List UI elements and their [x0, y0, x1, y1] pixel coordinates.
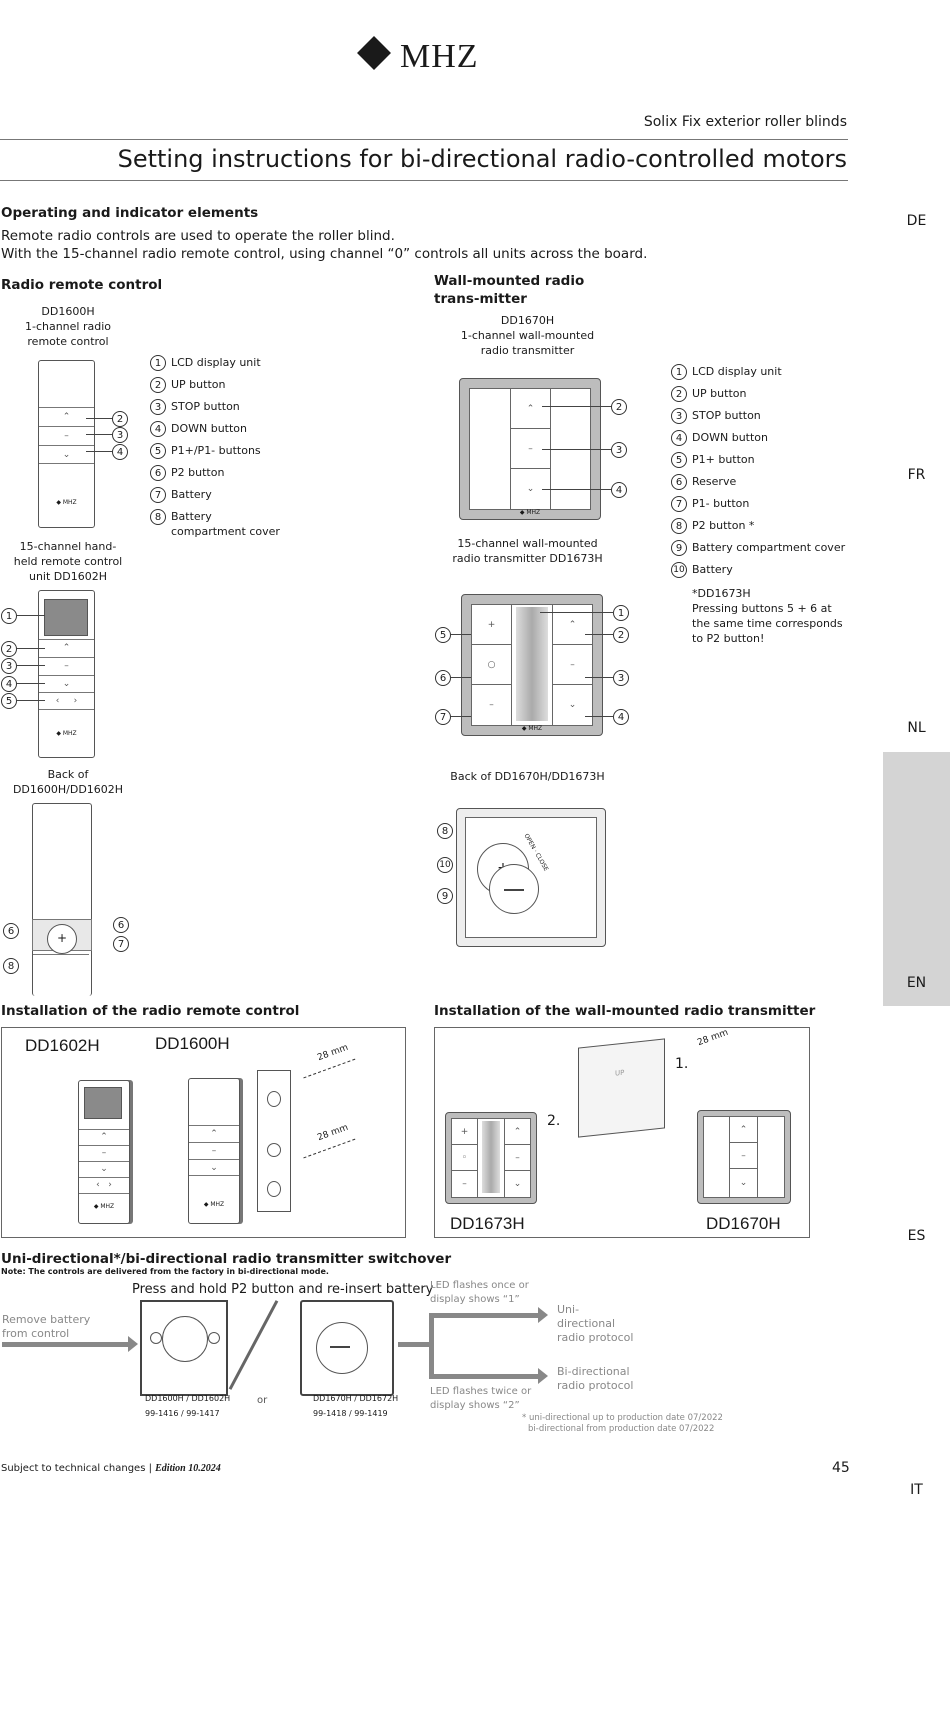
back-of-wall-transmitter: + OPEN · CLOSE [456, 808, 606, 947]
arrow-right-icon [538, 1368, 548, 1384]
document-subtitle: Solix Fix exterior roller blinds [643, 114, 847, 130]
tab-en[interactable]: EN [906, 975, 927, 991]
callout-7: 7 [113, 936, 129, 952]
wall-battery-illustration [300, 1300, 394, 1396]
lcd-display [516, 607, 548, 721]
callout-4: 4 [1, 676, 17, 692]
callout-3: 3 [1, 658, 17, 674]
tab-es[interactable]: ES [907, 1228, 926, 1244]
tab-de[interactable]: DE [906, 213, 927, 229]
brand-mark: ◆ MHZ [56, 499, 77, 506]
bi-protocol-text: Bi-directional radio protocol [557, 1365, 634, 1392]
divider [0, 180, 848, 181]
callout-8: 8 [3, 958, 19, 974]
page-title: Setting instructions for bi-directional … [117, 145, 847, 173]
install-remote-diagram: DD1602H DD1600H ⌃ – ⌄ ‹ › ◆ MHZ ⌃ – ⌄ ◆ … [1, 1027, 406, 1238]
wall-plate: UP [578, 1038, 665, 1138]
tab-it[interactable]: IT [910, 1482, 923, 1498]
heading-switchover: Uni-directional*/bi-directional radio tr… [1, 1251, 452, 1267]
callout-1: 1 [1, 608, 17, 624]
lcd-display [44, 599, 88, 636]
back-of-remote: + [32, 803, 92, 996]
language-sidebar: DE FR NL EN ES IT [883, 0, 950, 1515]
diamond-icon [357, 36, 391, 70]
divider [0, 139, 848, 140]
mhz-logo: MHZ [357, 36, 479, 76]
heading-install-wall: Installation of the wall-mounted radio t… [434, 1003, 816, 1019]
section-heading-operating: Operating and indicator elements [1, 205, 259, 221]
uni-protocol-text: Uni-directional radio protocol [557, 1303, 634, 1344]
battery-icon: + [47, 924, 77, 954]
arrow-right-icon [538, 1307, 548, 1323]
callout-2: 2 [112, 411, 128, 427]
heading-install-remote: Installation of the radio remote control [1, 1003, 300, 1019]
callout-3: 3 [112, 427, 128, 443]
press-hold-instruction: Press and hold P2 button and re-insert b… [132, 1282, 434, 1297]
remote-battery-illustration [140, 1300, 228, 1396]
led-once-text: LED flashes once or display shows “1” [430, 1280, 529, 1305]
remove-battery-text: Remove battery from control [2, 1313, 91, 1340]
dd1602h-caption: 15-channel hand-held remote control unit… [13, 540, 123, 583]
heading-wall: Wall-mounted radio trans-mitter [434, 273, 585, 307]
back-remote-caption: Back of DD1600H/DD1602H [12, 768, 124, 796]
callout-2: 2 [1, 641, 17, 657]
tab-en-active-bg [883, 752, 950, 1006]
tab-nl[interactable]: NL [907, 720, 926, 736]
led-twice-text: LED flashes twice or display shows “2” [430, 1386, 532, 1411]
battery-cover [489, 864, 539, 914]
callout-6: 6 [113, 917, 129, 933]
dd1600h-remote: ⌃ – ⌄ ◆ MHZ [38, 360, 95, 528]
down-button-graphic: ⌄ [39, 445, 94, 464]
dd1673h-caption: 15-channel wall-mounted radio transmitte… [452, 537, 603, 565]
callout-5: 5 [1, 693, 17, 709]
dd1602h-remote: ⌃ – ⌄ ‹ › ◆ MHZ [38, 590, 95, 758]
dd1673h-transmitter: + ○ – ⌃ – ⌄ ◆ MHZ [461, 594, 603, 736]
dd1600h-caption: DD1600H 1-channel radio remote control [24, 305, 112, 348]
stop-button-graphic: – [39, 426, 94, 445]
tab-fr[interactable]: FR [907, 467, 926, 483]
intro-text: Remote radio controls are used to operat… [1, 228, 648, 262]
arrow-right-icon [128, 1336, 138, 1352]
up-button-graphic: ⌃ [39, 407, 94, 426]
install-wall-diagram: DD1673H DD1670H + ◦ – ⌃ – ⌄ UP 2. 1. 28 … [434, 1027, 810, 1238]
callout-4: 4 [112, 444, 128, 460]
wall-bracket [257, 1070, 291, 1212]
page-number: 45 [832, 1460, 850, 1476]
footer-note: Subject to technical changes | Edition 1… [1, 1463, 221, 1474]
dd1670h-caption: DD1670H 1-channel wall-mounted radio tra… [460, 314, 595, 357]
heading-radio-remote: Radio remote control [1, 277, 163, 293]
back-wall-caption: Back of DD1670H/DD1673H [450, 770, 605, 783]
callout-6: 6 [3, 923, 19, 939]
switchover-note: Note: The controls are delivered from th… [1, 1267, 329, 1276]
